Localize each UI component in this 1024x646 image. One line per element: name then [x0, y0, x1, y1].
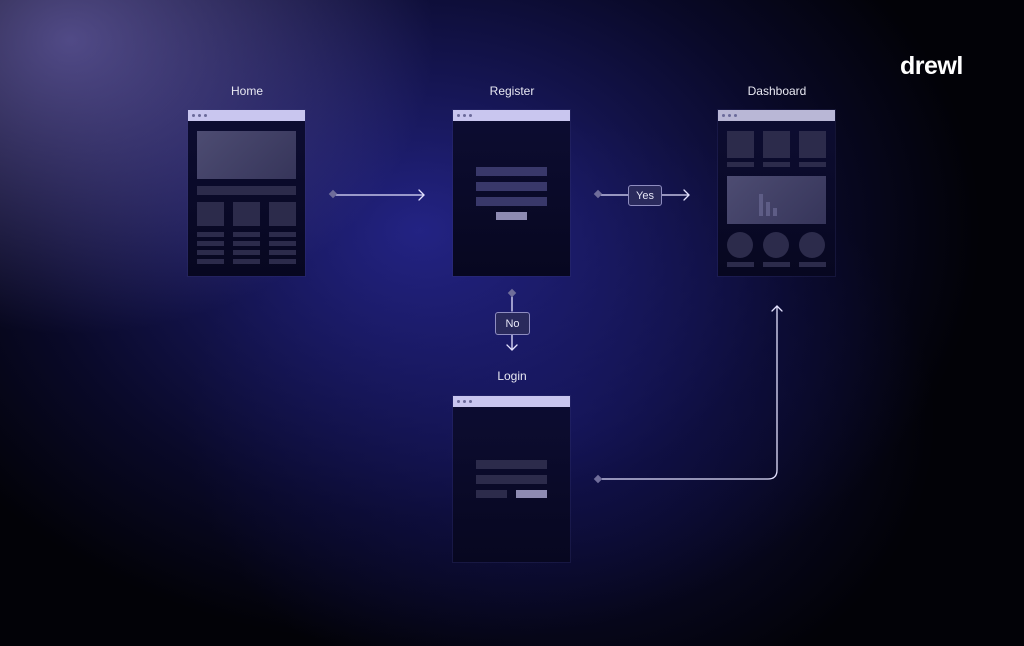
avatar-circle-block	[799, 232, 825, 258]
text-line	[763, 262, 790, 267]
register-wireframe[interactable]	[453, 110, 570, 276]
stat-card-block	[727, 131, 754, 158]
dashboard-wireframe[interactable]	[718, 110, 835, 276]
avatar-circle-block	[727, 232, 753, 258]
secondary-button-block	[476, 490, 507, 498]
text-line	[197, 232, 224, 237]
connector-start-diamond	[507, 288, 517, 298]
text-line	[727, 162, 754, 167]
input-field-block	[476, 460, 547, 469]
input-field-block	[476, 167, 547, 176]
text-line	[197, 259, 224, 264]
headline-block	[197, 186, 296, 195]
submit-button-block	[496, 212, 527, 220]
text-line	[233, 241, 260, 246]
text-line	[799, 162, 826, 167]
browser-bar	[718, 110, 835, 121]
login-to-dashboard-arrow	[597, 305, 778, 480]
avatar-circle-block	[763, 232, 789, 258]
stat-card-block	[763, 131, 790, 158]
text-line	[197, 241, 224, 246]
login-label: Login	[497, 369, 527, 383]
home-label: Home	[230, 84, 263, 98]
text-line	[269, 232, 296, 237]
text-line	[269, 250, 296, 255]
hero-image-block	[197, 131, 296, 179]
card-block	[197, 202, 224, 226]
chart-bar-icon	[773, 208, 777, 216]
card-block	[269, 202, 296, 226]
drewl-logo: drewl	[900, 52, 963, 80]
text-line	[233, 259, 260, 264]
home-wireframe[interactable]	[188, 110, 305, 276]
chart-panel-block	[727, 176, 826, 224]
chart-bar-icon	[759, 194, 763, 216]
text-line	[763, 162, 790, 167]
connector-start-diamond	[593, 189, 603, 199]
register-label: Register	[489, 84, 535, 98]
text-line	[799, 262, 826, 267]
login-button-block	[516, 490, 547, 498]
text-line	[269, 241, 296, 246]
text-line	[269, 259, 296, 264]
login-wireframe[interactable]	[453, 396, 570, 562]
card-block	[233, 202, 260, 226]
chart-bar-icon	[766, 202, 770, 216]
input-field-block	[476, 182, 547, 191]
input-field-block	[476, 197, 547, 206]
browser-bar	[453, 396, 570, 407]
text-line	[197, 250, 224, 255]
text-line	[233, 250, 260, 255]
no-branch-tag: No	[495, 312, 530, 335]
connector-start-diamond	[328, 189, 338, 199]
connector-start-diamond	[593, 474, 603, 484]
dashboard-label: Dashboard	[747, 84, 807, 98]
browser-bar	[188, 110, 305, 121]
stat-card-block	[799, 131, 826, 158]
text-line	[727, 262, 754, 267]
yes-branch-tag: Yes	[628, 185, 662, 206]
browser-bar	[453, 110, 570, 121]
input-field-block	[476, 475, 547, 484]
text-line	[233, 232, 260, 237]
